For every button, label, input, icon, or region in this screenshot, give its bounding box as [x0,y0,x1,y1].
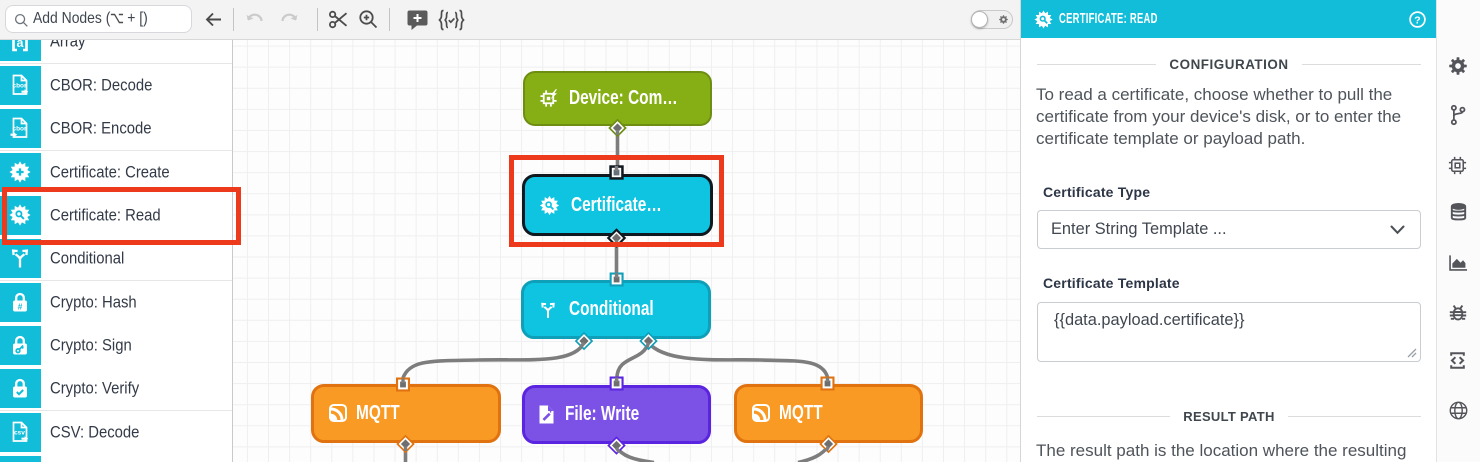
svg-text:a: a [17,40,25,50]
svg-text:cbor: cbor [12,126,27,133]
svg-text:?: ? [1414,15,1420,27]
svg-text:csv: csv [14,430,25,437]
svg-text:cbor: cbor [12,83,27,90]
svg-text:#: # [18,301,23,311]
